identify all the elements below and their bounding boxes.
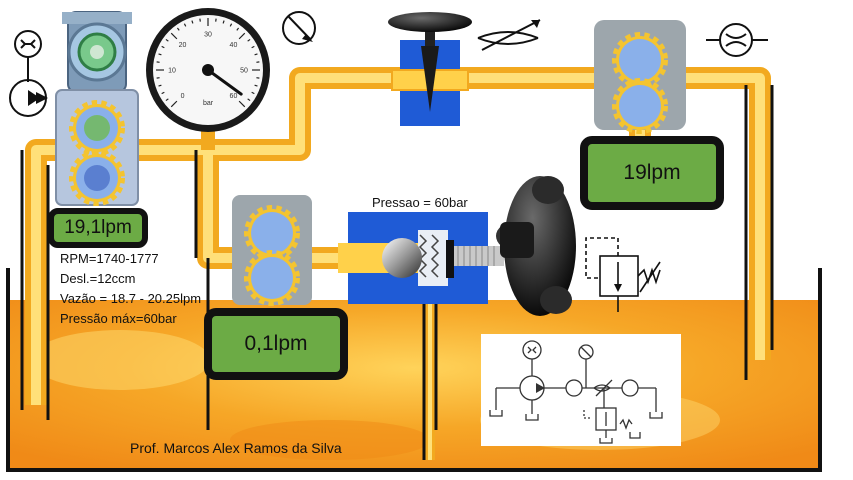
relief-valve — [338, 176, 576, 316]
gauge-tick — [247, 38, 251, 42]
gauge-tick-label: 20 — [179, 42, 187, 49]
throttle-flow-value: 19lpm — [623, 161, 681, 184]
gauge-tick — [165, 38, 169, 42]
throttle-valve-symbol — [477, 19, 541, 51]
gauge-needle — [206, 68, 243, 96]
throttle-knob — [388, 12, 472, 32]
relief-flow-display: 0,1lpm — [204, 308, 348, 380]
gauge-tick — [238, 100, 246, 108]
gauge-tick — [161, 91, 165, 95]
gauge-tick — [165, 98, 169, 102]
gauge-tick — [238, 32, 246, 40]
gauge-tick-label: 10 — [168, 68, 176, 75]
pump-spec-displacement: Desl.=12ccm — [60, 271, 136, 286]
gauge-tick — [158, 53, 162, 56]
throttle-flow-display: 19lpm — [580, 136, 724, 210]
pump-spec-max-pressure: Pressão máx=60bar — [60, 311, 177, 326]
throttle-gear-motor — [594, 20, 686, 130]
gauge-tick-label: 60 — [230, 93, 238, 100]
gauge-tick — [161, 45, 165, 49]
gauge-tick — [191, 20, 194, 24]
gauge-tick-label: 0 — [181, 93, 185, 100]
gauge-tick — [170, 32, 178, 40]
gauge-tick — [158, 84, 162, 87]
relief-valve-symbol — [585, 237, 661, 312]
relief-gear-motor — [232, 195, 312, 305]
relief-pressure-label: Pressao = 60bar — [372, 195, 468, 210]
motor-pump-symbol — [9, 30, 48, 117]
gauge-tick — [236, 27, 240, 31]
pump-flow-display: 19,1lpm — [48, 208, 148, 248]
pump-flow-value: 19,1lpm — [64, 217, 132, 238]
gauge-unit-label: bar — [203, 100, 214, 107]
gauge-tick-label: 50 — [240, 68, 248, 75]
circuit-schematic-inset — [481, 334, 681, 446]
pressure-gauge-symbol — [282, 11, 316, 45]
relief-flow-value: 0,1lpm — [244, 332, 308, 355]
gauge-tick — [229, 23, 233, 27]
flowmeter-symbol — [706, 23, 768, 57]
gauge-tick — [254, 84, 258, 87]
gauge-tick-label: 30 — [204, 32, 212, 39]
gauge-tick — [176, 27, 180, 31]
pressure-gauge: 0 10 20 30 40 50 60 bar — [146, 8, 270, 132]
relief-ball — [382, 238, 422, 278]
gauge-tick — [247, 98, 251, 102]
throttle-valve — [388, 12, 472, 126]
relief-adjust-knob — [496, 176, 576, 316]
gauge-tick — [183, 23, 187, 27]
author-credit: Prof. Marcos Alex Ramos da Silva — [130, 440, 342, 456]
pump-spec-rpm: RPM=1740-1777 — [60, 251, 159, 266]
gauge-tick — [170, 100, 178, 108]
gauge-tick-label: 40 — [230, 42, 238, 49]
gauge-tick — [251, 45, 255, 49]
gauge-tick — [251, 91, 255, 95]
pump-spec-flow: Vazão = 18.7 - 20.25lpm — [60, 291, 202, 306]
gauge-tick — [222, 20, 225, 24]
pump-assembly — [55, 11, 139, 206]
gauge-tick — [254, 53, 258, 56]
